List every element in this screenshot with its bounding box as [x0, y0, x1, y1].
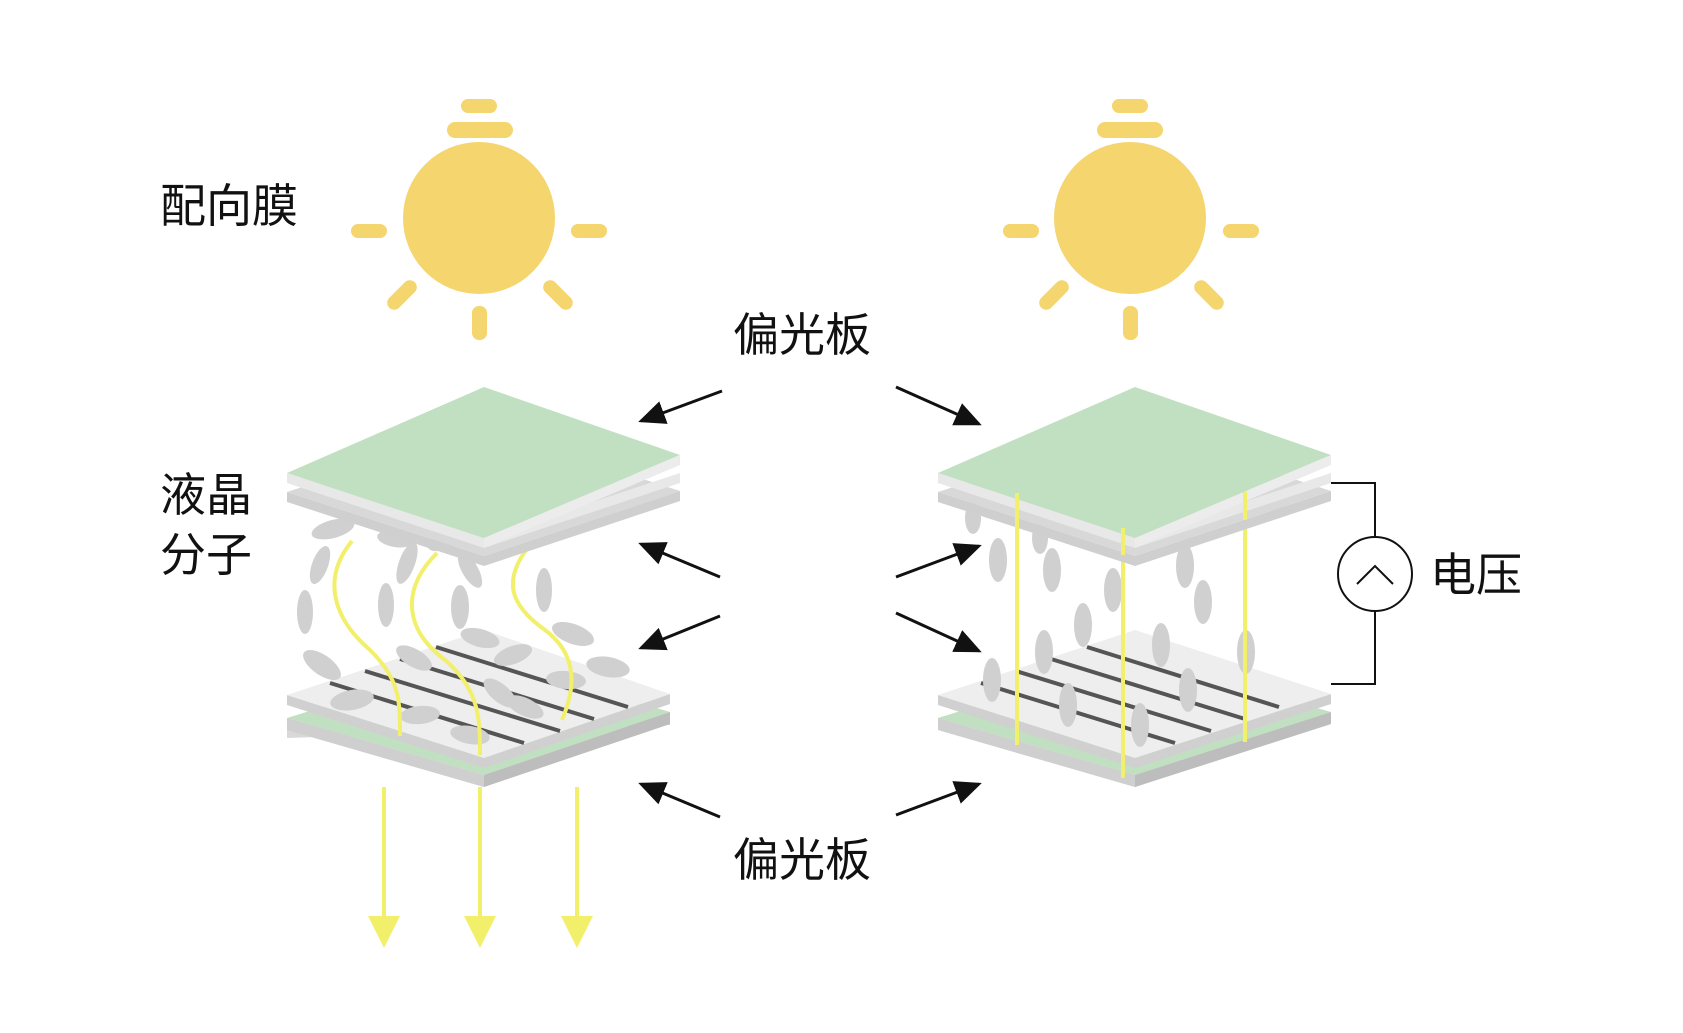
- lcd-stack-left: [287, 387, 680, 948]
- liquid-crystal-label-line2: 分子: [160, 528, 252, 582]
- lcd-stack-right: [938, 387, 1331, 787]
- voltage-label: 电压: [1430, 548, 1522, 602]
- polarizer-bottom-label: 偏光板: [733, 833, 871, 887]
- light-paths-right-top: [1015, 492, 1247, 555]
- pointer-arrows: [638, 385, 982, 819]
- light-paths-right: [1015, 492, 1247, 778]
- voltage-circuit: [1331, 482, 1413, 685]
- lightbulb-icon-left: [351, 99, 607, 340]
- alignment-film-label: 配向膜: [160, 179, 298, 233]
- top-polarizer-left: [287, 387, 680, 548]
- light-paths-left: [332, 539, 574, 756]
- bottom-glass-right: [938, 630, 1331, 768]
- lightbulb-icon-right: [1003, 99, 1259, 340]
- top-polarizer-right: [938, 387, 1331, 548]
- ac-source-icon: [1337, 536, 1413, 612]
- liquid-crystal-label-line1: 液晶: [160, 468, 252, 522]
- output-rays-left: [368, 787, 593, 948]
- polarizer-top-label: 偏光板: [733, 308, 871, 362]
